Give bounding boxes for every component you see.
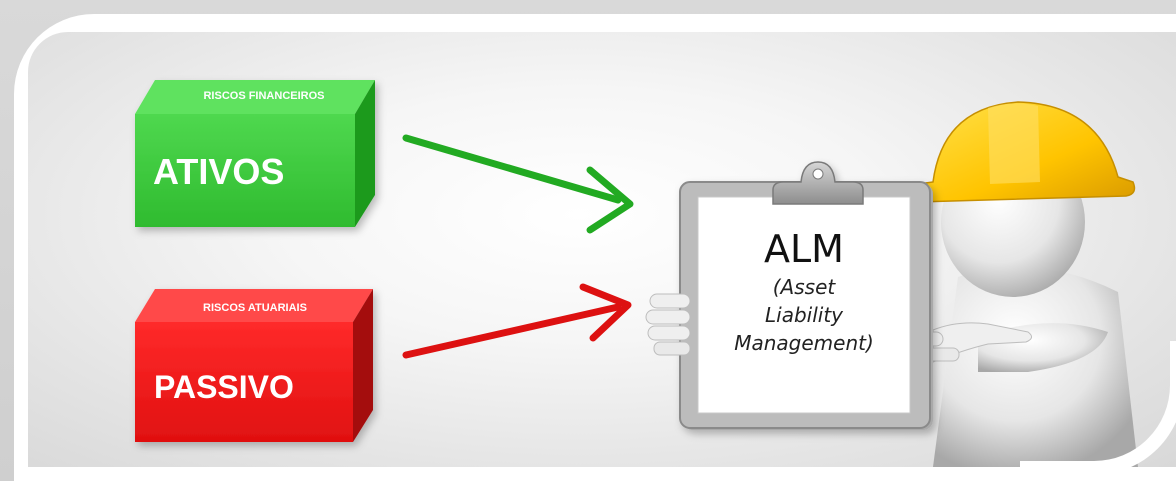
diagram-stage: RISCOS FINANCEIROS ATIVOS RISCOS ATUARIA… xyxy=(28,32,1176,467)
assets-box xyxy=(135,80,375,227)
assets-box-top xyxy=(135,80,375,114)
clipboard-title: ALM xyxy=(764,227,844,271)
frame-corner-decoration xyxy=(1020,341,1176,467)
clipboard-clip xyxy=(772,161,864,205)
assets-arrow xyxy=(402,134,634,234)
liabilities-risk-label: RISCOS ATUARIAIS xyxy=(203,302,307,314)
assets-box-side xyxy=(355,80,375,227)
clipboard-line-3: Management) xyxy=(734,331,874,355)
clipboard xyxy=(679,161,933,430)
clipboard-line-1: (Asset xyxy=(773,275,837,299)
liabilities-box-side xyxy=(353,289,373,442)
liabilities-box xyxy=(135,289,373,442)
liabilities-box-front xyxy=(135,322,353,442)
holding-hand xyxy=(645,293,691,356)
liabilities-main-label: PASSIVO xyxy=(154,369,294,405)
clipboard-line-2: Liability xyxy=(765,303,844,327)
diagram-canvas: RISCOS FINANCEIROS ATIVOS RISCOS ATUARIA… xyxy=(135,80,1138,467)
assets-box-front xyxy=(135,114,355,227)
liabilities-box-top xyxy=(135,289,373,322)
liabilities-arrow xyxy=(402,283,632,359)
assets-risk-label: RISCOS FINANCEIROS xyxy=(203,90,324,102)
assets-main-label: ATIVOS xyxy=(153,151,284,192)
